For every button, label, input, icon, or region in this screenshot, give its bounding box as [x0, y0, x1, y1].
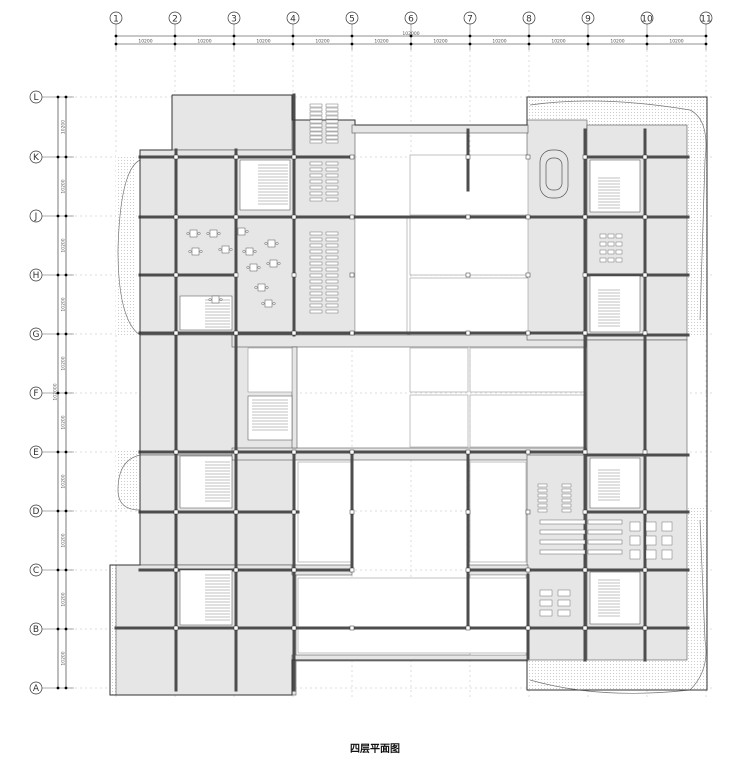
library-tables	[309, 103, 339, 314]
row-spacing-label: 10200	[61, 651, 67, 665]
svg-text:9: 9	[585, 15, 591, 25]
row-marker-E: E	[29, 445, 43, 459]
row-marker-G: G	[29, 327, 43, 341]
column-marker-10: 10	[640, 11, 654, 25]
row-marker-H: H	[29, 268, 43, 282]
column-marker-7: 7	[463, 11, 477, 25]
svg-text:2: 2	[172, 15, 178, 25]
svg-text:K: K	[33, 153, 40, 163]
lounge-tables	[186, 227, 281, 308]
svg-text:C: C	[33, 566, 39, 576]
svg-text:J: J	[34, 212, 38, 222]
svg-text:D: D	[33, 507, 40, 517]
svg-text:H: H	[33, 271, 40, 281]
structural-columns	[173, 154, 648, 631]
column-marker-1: 1	[109, 11, 123, 25]
column-spacing-label: 10200	[315, 39, 329, 45]
building-perimeter	[109, 94, 708, 696]
column-total-label: 102000	[402, 31, 419, 37]
svg-text:7: 7	[467, 15, 473, 25]
small-tables	[537, 233, 673, 617]
column-spacing-label: 10200	[492, 39, 506, 45]
svg-text:1: 1	[113, 15, 119, 25]
row-grid-markers: L K J H G F E D C B A	[29, 90, 74, 695]
column-marker-9: 9	[581, 11, 595, 25]
row-spacing-label: 10200	[61, 474, 67, 488]
landscape-curves	[117, 100, 707, 694]
row-marker-K: K	[29, 150, 43, 164]
svg-text:L: L	[33, 93, 38, 103]
svg-text:10: 10	[641, 15, 653, 25]
column-marker-3: 3	[227, 11, 241, 25]
row-spacing-label: 10200	[61, 297, 67, 311]
svg-text:B: B	[33, 625, 39, 635]
svg-text:6: 6	[408, 15, 414, 25]
column-marker-5: 5	[345, 11, 359, 25]
column-spacing-label: 10200	[669, 39, 683, 45]
row-spacing-label: 10200	[61, 120, 67, 134]
column-marker-11: 11	[699, 11, 713, 25]
column-marker-4: 4	[286, 11, 300, 25]
column-spacing-label: 10200	[374, 39, 388, 45]
row-marker-B: B	[29, 622, 43, 636]
column-spacing-label: 10200	[433, 39, 447, 45]
svg-text:F: F	[33, 389, 38, 399]
svg-text:8: 8	[526, 15, 532, 25]
row-total-label: 102000	[53, 383, 59, 400]
stair-treads	[205, 164, 620, 621]
row-spacing-label: 10200	[61, 238, 67, 252]
row-marker-C: C	[29, 563, 43, 577]
column-spacing-label: 10200	[610, 39, 624, 45]
row-marker-D: D	[29, 504, 43, 518]
svg-text:3: 3	[231, 15, 237, 25]
column-marker-2: 2	[168, 11, 182, 25]
desk-rows	[539, 519, 623, 555]
column-spacing-label: 10200	[197, 39, 211, 45]
row-spacing-label: 10200	[61, 415, 67, 429]
conference-table	[539, 149, 569, 199]
column-spacing-label: 10200	[138, 39, 152, 45]
column-grid-markers: 1 2 3 4 5 6 7 8 9 10 11	[109, 11, 713, 50]
row-marker-A: A	[29, 681, 43, 695]
row-marker-J: J	[29, 209, 43, 223]
column-marker-8: 8	[522, 11, 536, 25]
dimension-labels: 10200 10200 10200 10200 10200 10200 10200 10200…	[53, 31, 684, 666]
svg-text:G: G	[33, 330, 40, 340]
courtyard-panes	[247, 154, 586, 656]
column-marker-6: 6	[404, 11, 418, 25]
svg-text:E: E	[33, 448, 39, 458]
row-spacing-label: 10200	[61, 533, 67, 547]
svg-text:5: 5	[349, 15, 355, 25]
svg-text:11: 11	[700, 15, 711, 25]
row-spacing-label: 10200	[61, 179, 67, 193]
row-marker-L: L	[29, 90, 43, 104]
column-spacing-label: 10200	[551, 39, 565, 45]
svg-text:A: A	[33, 684, 40, 694]
svg-text:4: 4	[290, 15, 296, 25]
row-marker-F: F	[29, 386, 43, 400]
drawing-title: 四层平面图	[350, 744, 400, 755]
row-spacing-label: 10200	[61, 356, 67, 370]
column-spacing-label: 10200	[256, 39, 270, 45]
row-spacing-label: 10200	[61, 592, 67, 606]
